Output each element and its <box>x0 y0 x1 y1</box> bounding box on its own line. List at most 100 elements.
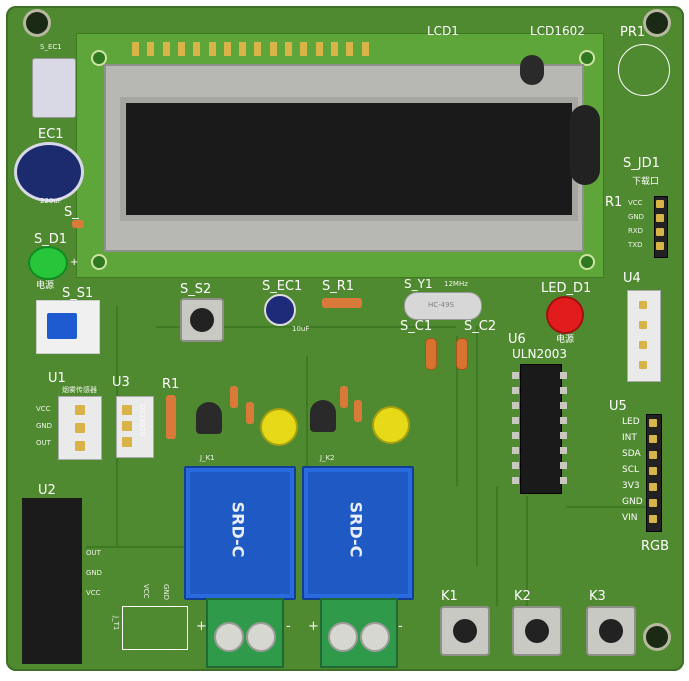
lcd-header-pin <box>361 42 369 56</box>
uln2003-pin <box>512 432 519 439</box>
led-d1-label: LED_D1 <box>541 281 592 296</box>
terminal-screw[interactable] <box>328 622 358 652</box>
s-jd1-pin <box>656 214 664 222</box>
transistor-q2 <box>310 400 336 432</box>
mount-hole-top-left <box>26 12 48 34</box>
s-y1-value: 12MHz <box>444 280 468 288</box>
lcd-header-pin <box>177 42 185 56</box>
u5-pin <box>649 435 657 443</box>
lcd-mount-hole <box>93 256 105 268</box>
trace <box>456 336 458 486</box>
s-jd1-pin-label: GND <box>628 213 645 221</box>
key-k1-button[interactable] <box>440 606 490 656</box>
crystal-marking: HC-49S <box>428 301 455 309</box>
trace <box>86 546 196 548</box>
u1-pin-label: VCC <box>36 405 51 413</box>
r1-top-label: R1 <box>605 195 623 210</box>
lcd-header-pin <box>315 42 323 56</box>
u2-label: U2 <box>38 483 56 498</box>
lcd-header-pin <box>330 42 338 56</box>
uln2003-pin <box>560 387 567 394</box>
relay-k2 <box>302 466 414 600</box>
k3-label: K3 <box>589 589 606 604</box>
r1-mid-label: R1 <box>162 377 180 392</box>
u5-pin-label: INT <box>622 433 637 443</box>
lcd-model: LCD1602 <box>530 24 585 38</box>
s-ec1-label: S_EC1 <box>262 279 303 294</box>
uln2003-pin <box>560 402 567 409</box>
u5-pin-label: SCL <box>622 465 640 475</box>
s-ec1-capacitor <box>264 294 296 326</box>
s-y1-label: S_Y1 <box>404 277 433 291</box>
s-jd1-pin-label: TXD <box>628 241 643 249</box>
lcd-header-pin <box>223 42 231 56</box>
reset-button[interactable] <box>180 298 224 342</box>
mount-hole-bottom-right <box>646 626 668 648</box>
u6-model: ULN2003 <box>512 347 567 361</box>
trace <box>306 356 308 466</box>
resistor <box>340 386 348 408</box>
uln2003-pin <box>560 432 567 439</box>
transistor-q1 <box>196 402 222 434</box>
s-ec1-value: 10uF <box>292 325 310 333</box>
lcd-backlight-blob <box>570 105 600 185</box>
lcd-display-screen <box>120 97 578 221</box>
relay-k1 <box>184 466 296 600</box>
uln2003-pin <box>560 417 567 424</box>
s-jd1-pin <box>656 228 664 236</box>
u4-connector <box>627 290 661 382</box>
relay-k2-model: SRD-C <box>346 501 366 558</box>
s-r1-label: S_R1 <box>322 279 355 294</box>
uln2003-pin <box>512 477 519 484</box>
u3-marking: DS18B20 <box>138 404 146 437</box>
s-c2-label: S_C2 <box>464 319 497 334</box>
switch-toggle[interactable] <box>47 313 77 339</box>
terminal-screw[interactable] <box>360 622 390 652</box>
resistor <box>246 402 254 424</box>
lcd-ref: LCD1 <box>427 24 459 38</box>
mount-hole-top-right <box>646 12 668 34</box>
u1-label: U1 <box>48 371 66 386</box>
s-r1-resistor <box>322 298 362 308</box>
plus-sign: + <box>70 257 79 268</box>
u5-pin <box>649 515 657 523</box>
uln2003-pin <box>512 402 519 409</box>
trace <box>496 486 498 606</box>
pr1-footprint <box>618 44 670 96</box>
relay-k1-ref: J_K1 <box>200 454 215 462</box>
bottom-label: J_T1 <box>112 616 120 631</box>
s-jd1-pin-label: RXD <box>628 227 644 235</box>
uln2003-pin <box>512 372 519 379</box>
led-yellow-2 <box>374 408 408 442</box>
s-d1-label: S_D1 <box>34 232 68 247</box>
power-switch[interactable] <box>36 300 100 354</box>
s-d1-note: 电源 <box>36 281 55 291</box>
terminal-screw[interactable] <box>214 622 244 652</box>
s-r-small-label: S_ <box>64 205 79 220</box>
u5-label: U5 <box>609 399 627 414</box>
s-jd1-pin <box>656 200 664 208</box>
s-s1-label: S_S1 <box>62 286 94 301</box>
terminal-screw[interactable] <box>246 622 276 652</box>
u3-connector <box>116 396 154 458</box>
u2-pin-label: OUT <box>86 549 101 557</box>
terminal-sign: + <box>308 619 319 634</box>
key-k2-button[interactable] <box>512 606 562 656</box>
s-s2-label: S_S2 <box>180 282 212 297</box>
lcd-mount-hole <box>581 256 593 268</box>
relay-k1-model: SRD-C <box>228 501 248 558</box>
lcd-header-pin <box>285 42 292 56</box>
key-k3-button[interactable] <box>586 606 636 656</box>
terminal-block-2 <box>320 598 398 668</box>
power-led-green <box>30 248 66 278</box>
trace <box>476 326 478 566</box>
lcd-mount-hole <box>93 52 105 64</box>
lcd-header-pin <box>162 42 170 56</box>
uln2003-pin <box>512 462 519 469</box>
u1-subtitle: 烟雾传感器 <box>62 386 97 394</box>
u5-footer: RGB <box>641 539 670 554</box>
ec1-value: 220uF <box>40 197 62 205</box>
lcd-header-pin <box>269 42 277 56</box>
bottom-connector <box>122 606 188 650</box>
u2-pin-label: GND <box>86 569 103 577</box>
